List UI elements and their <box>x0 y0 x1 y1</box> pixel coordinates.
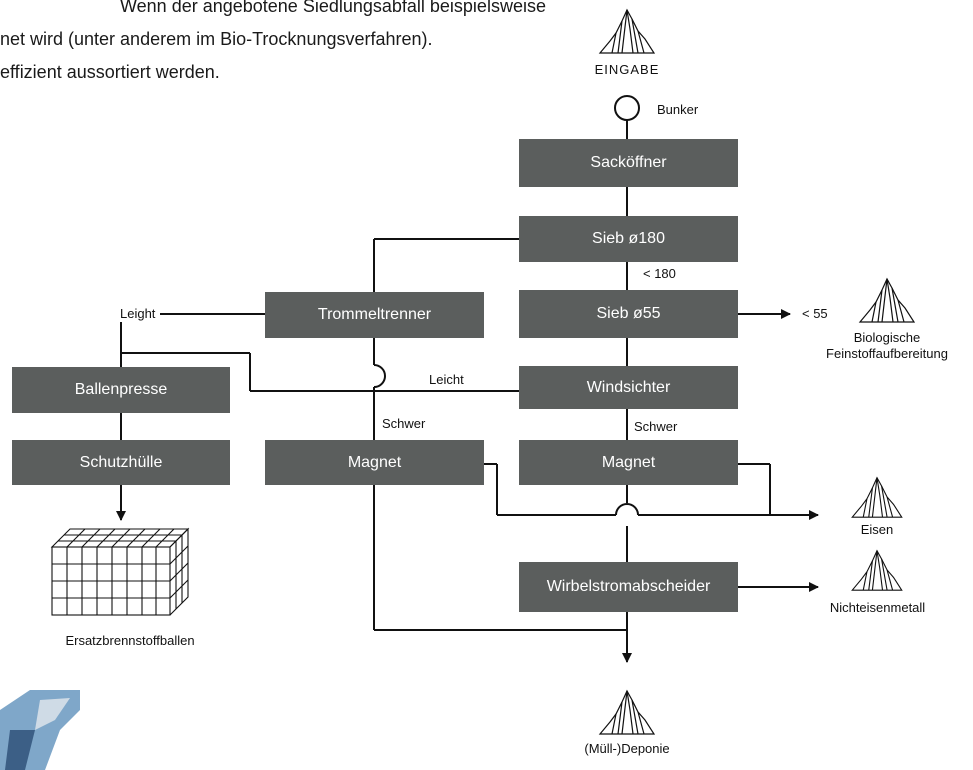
deponie-label: (Müll-)Deponie <box>584 741 670 756</box>
schwer-right-label: Schwer <box>634 419 678 434</box>
sackoeffner-box: Sacköffner <box>519 139 738 187</box>
intro-text: Wenn der angebotene Siedlungsabfall beis… <box>0 0 546 89</box>
eisen-label: Eisen <box>860 522 894 537</box>
wirbelstromabscheider-box: Wirbelstromabscheider <box>519 562 738 612</box>
windsichter-box: Windsichter <box>519 366 738 409</box>
eisen-pile-icon <box>851 476 903 518</box>
schwer-left-label: Schwer <box>382 416 426 431</box>
bio-pile-icon <box>858 277 916 323</box>
machine-photo-fragment <box>0 690 80 770</box>
bunker-label: Bunker <box>657 102 699 117</box>
intro-line-3: effizient aussortiert werden. <box>0 62 220 82</box>
magnet-left-box: Magnet <box>265 440 484 485</box>
bale-stack-icon <box>50 527 190 616</box>
bio-label-line-2: Feinstoffaufbereitung <box>826 346 948 361</box>
sieb-180-box: Sieb ø180 <box>519 216 738 262</box>
ersatzbrennstoff-label: Ersatzbrennstoffballen <box>65 633 195 648</box>
lt-55-label: < 55 <box>802 306 828 321</box>
deponie-pile-icon <box>598 689 656 735</box>
schutzhuelle-box: Schutzhülle <box>12 440 230 485</box>
eingabe-pile-icon <box>598 8 656 54</box>
leight-label: Leight <box>120 306 156 321</box>
intro-line-2: net wird (unter anderem im Bio-Trocknung… <box>0 29 433 49</box>
nichteisen-pile-icon <box>851 549 903 591</box>
intro-line-1: Wenn der angebotene Siedlungsabfall beis… <box>120 0 546 16</box>
bio-label: Biologische Feinstoffaufbereitung <box>812 330 962 362</box>
sieb-55-box: Sieb ø55 <box>519 290 738 338</box>
lt-180-label: < 180 <box>643 266 676 281</box>
nichteisen-label: Nichteisenmetall <box>829 600 926 615</box>
eingabe-label: EINGABE <box>594 62 660 77</box>
trommeltrenner-box: Trommeltrenner <box>265 292 484 338</box>
bio-label-line-1: Biologische <box>853 330 921 345</box>
bunker-symbol <box>614 95 640 121</box>
magnet-right-box: Magnet <box>519 440 738 485</box>
leicht-label: Leicht <box>429 372 464 387</box>
ballenpresse-box: Ballenpresse <box>12 367 230 413</box>
